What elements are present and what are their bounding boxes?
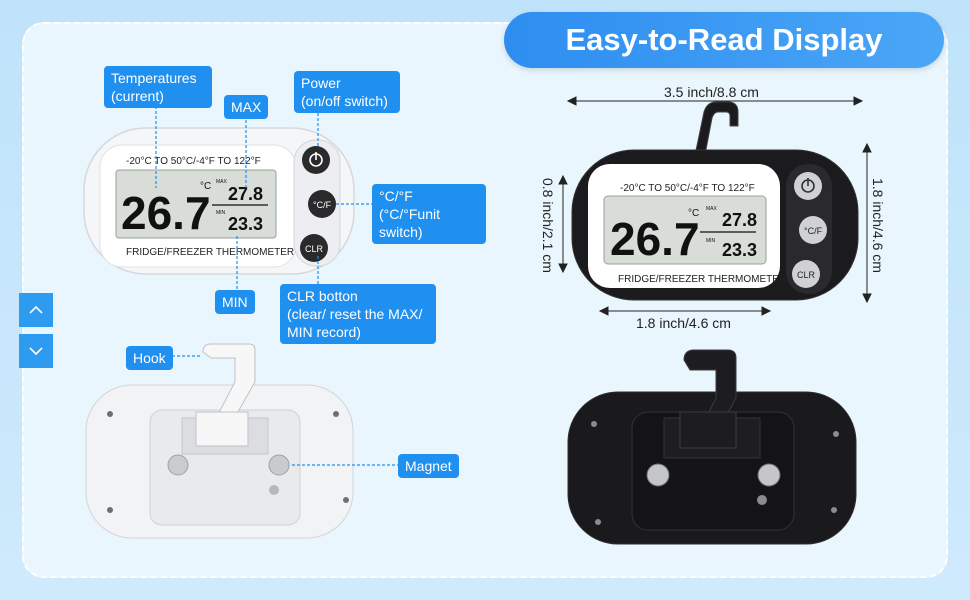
- dimension-height-left: 0.8 inch/2.1 cm: [540, 178, 556, 273]
- callout-magnet: Magnet: [398, 454, 459, 478]
- black-thermometer-front: -20°C TO 50°C/-4°F TO 122°F 26.7 °C MAX …: [571, 101, 859, 301]
- callout-power: Power (on/off switch): [294, 71, 400, 113]
- black-unit-button-label: °C/F: [804, 226, 823, 236]
- callout-temperatures: Temperatures (current): [104, 66, 212, 108]
- white-unit: °C: [200, 181, 211, 192]
- scroll-up-button[interactable]: [19, 293, 53, 327]
- black-magnet: [757, 463, 781, 487]
- white-min-tag: MIN: [216, 210, 226, 216]
- callout-lines-front: [155, 106, 372, 290]
- white-max-tag: MAX: [216, 179, 228, 185]
- black-label: FRIDGE/FREEZER THERMOMETER: [618, 274, 786, 285]
- callout-unit-switch: °C/°F (°C/°Funit switch): [372, 184, 486, 244]
- dimension-screen-width: 1.8 inch/4.6 cm: [636, 315, 731, 331]
- black-unit: °C: [688, 208, 699, 219]
- white-clr-button-label: CLR: [305, 244, 324, 254]
- white-clr-button[interactable]: [300, 234, 328, 262]
- dimension-width: 3.5 inch/8.8 cm: [664, 84, 759, 100]
- chevron-down-icon: [29, 347, 43, 356]
- black-clr-button[interactable]: [792, 260, 820, 288]
- white-unit-button[interactable]: [308, 190, 336, 218]
- white-label: FRIDGE/FREEZER THERMOMETER: [126, 247, 294, 258]
- white-range-text: -20°C TO 50°C/-4°F TO 122°F: [126, 156, 261, 167]
- dimension-height-right: 1.8 inch/4.6 cm: [870, 178, 886, 273]
- chevron-up-icon: [29, 305, 43, 314]
- black-range-text: -20°C TO 50°C/-4°F TO 122°F: [620, 183, 755, 194]
- black-max-tag: MAX: [706, 206, 718, 212]
- callout-min: MIN: [215, 290, 255, 314]
- white-min-value: 23.3: [228, 214, 263, 234]
- callout-hook: Hook: [126, 346, 173, 370]
- white-thermometer-back: [85, 343, 354, 539]
- black-min-tag: MIN: [706, 238, 716, 244]
- black-thermometer-back: [567, 349, 857, 545]
- scroll-down-button[interactable]: [19, 334, 53, 368]
- black-clr-button-label: CLR: [797, 270, 816, 280]
- page-title: Easy-to-Read Display: [504, 12, 944, 68]
- callout-max: MAX: [224, 95, 269, 119]
- black-min-value: 23.3: [722, 240, 757, 260]
- black-unit-button[interactable]: [799, 216, 827, 244]
- black-current-temp: 26.7: [610, 213, 700, 265]
- white-unit-button-label: °C/F: [313, 200, 332, 210]
- black-lcd: [603, 195, 767, 265]
- white-max-value: 27.8: [228, 184, 263, 204]
- dimension-lines: [558, 96, 872, 316]
- white-magnet: [268, 454, 290, 476]
- black-max-value: 27.8: [722, 210, 757, 230]
- white-current-temp: 26.7: [121, 187, 211, 239]
- callout-lines-back: [172, 355, 398, 466]
- white-thermometer-front: -20°C TO 50°C/-4°F TO 122°F 26.7 °C MAX …: [83, 127, 355, 275]
- callout-clr: CLR botton (clear/ reset the MAX/ MIN re…: [280, 284, 436, 344]
